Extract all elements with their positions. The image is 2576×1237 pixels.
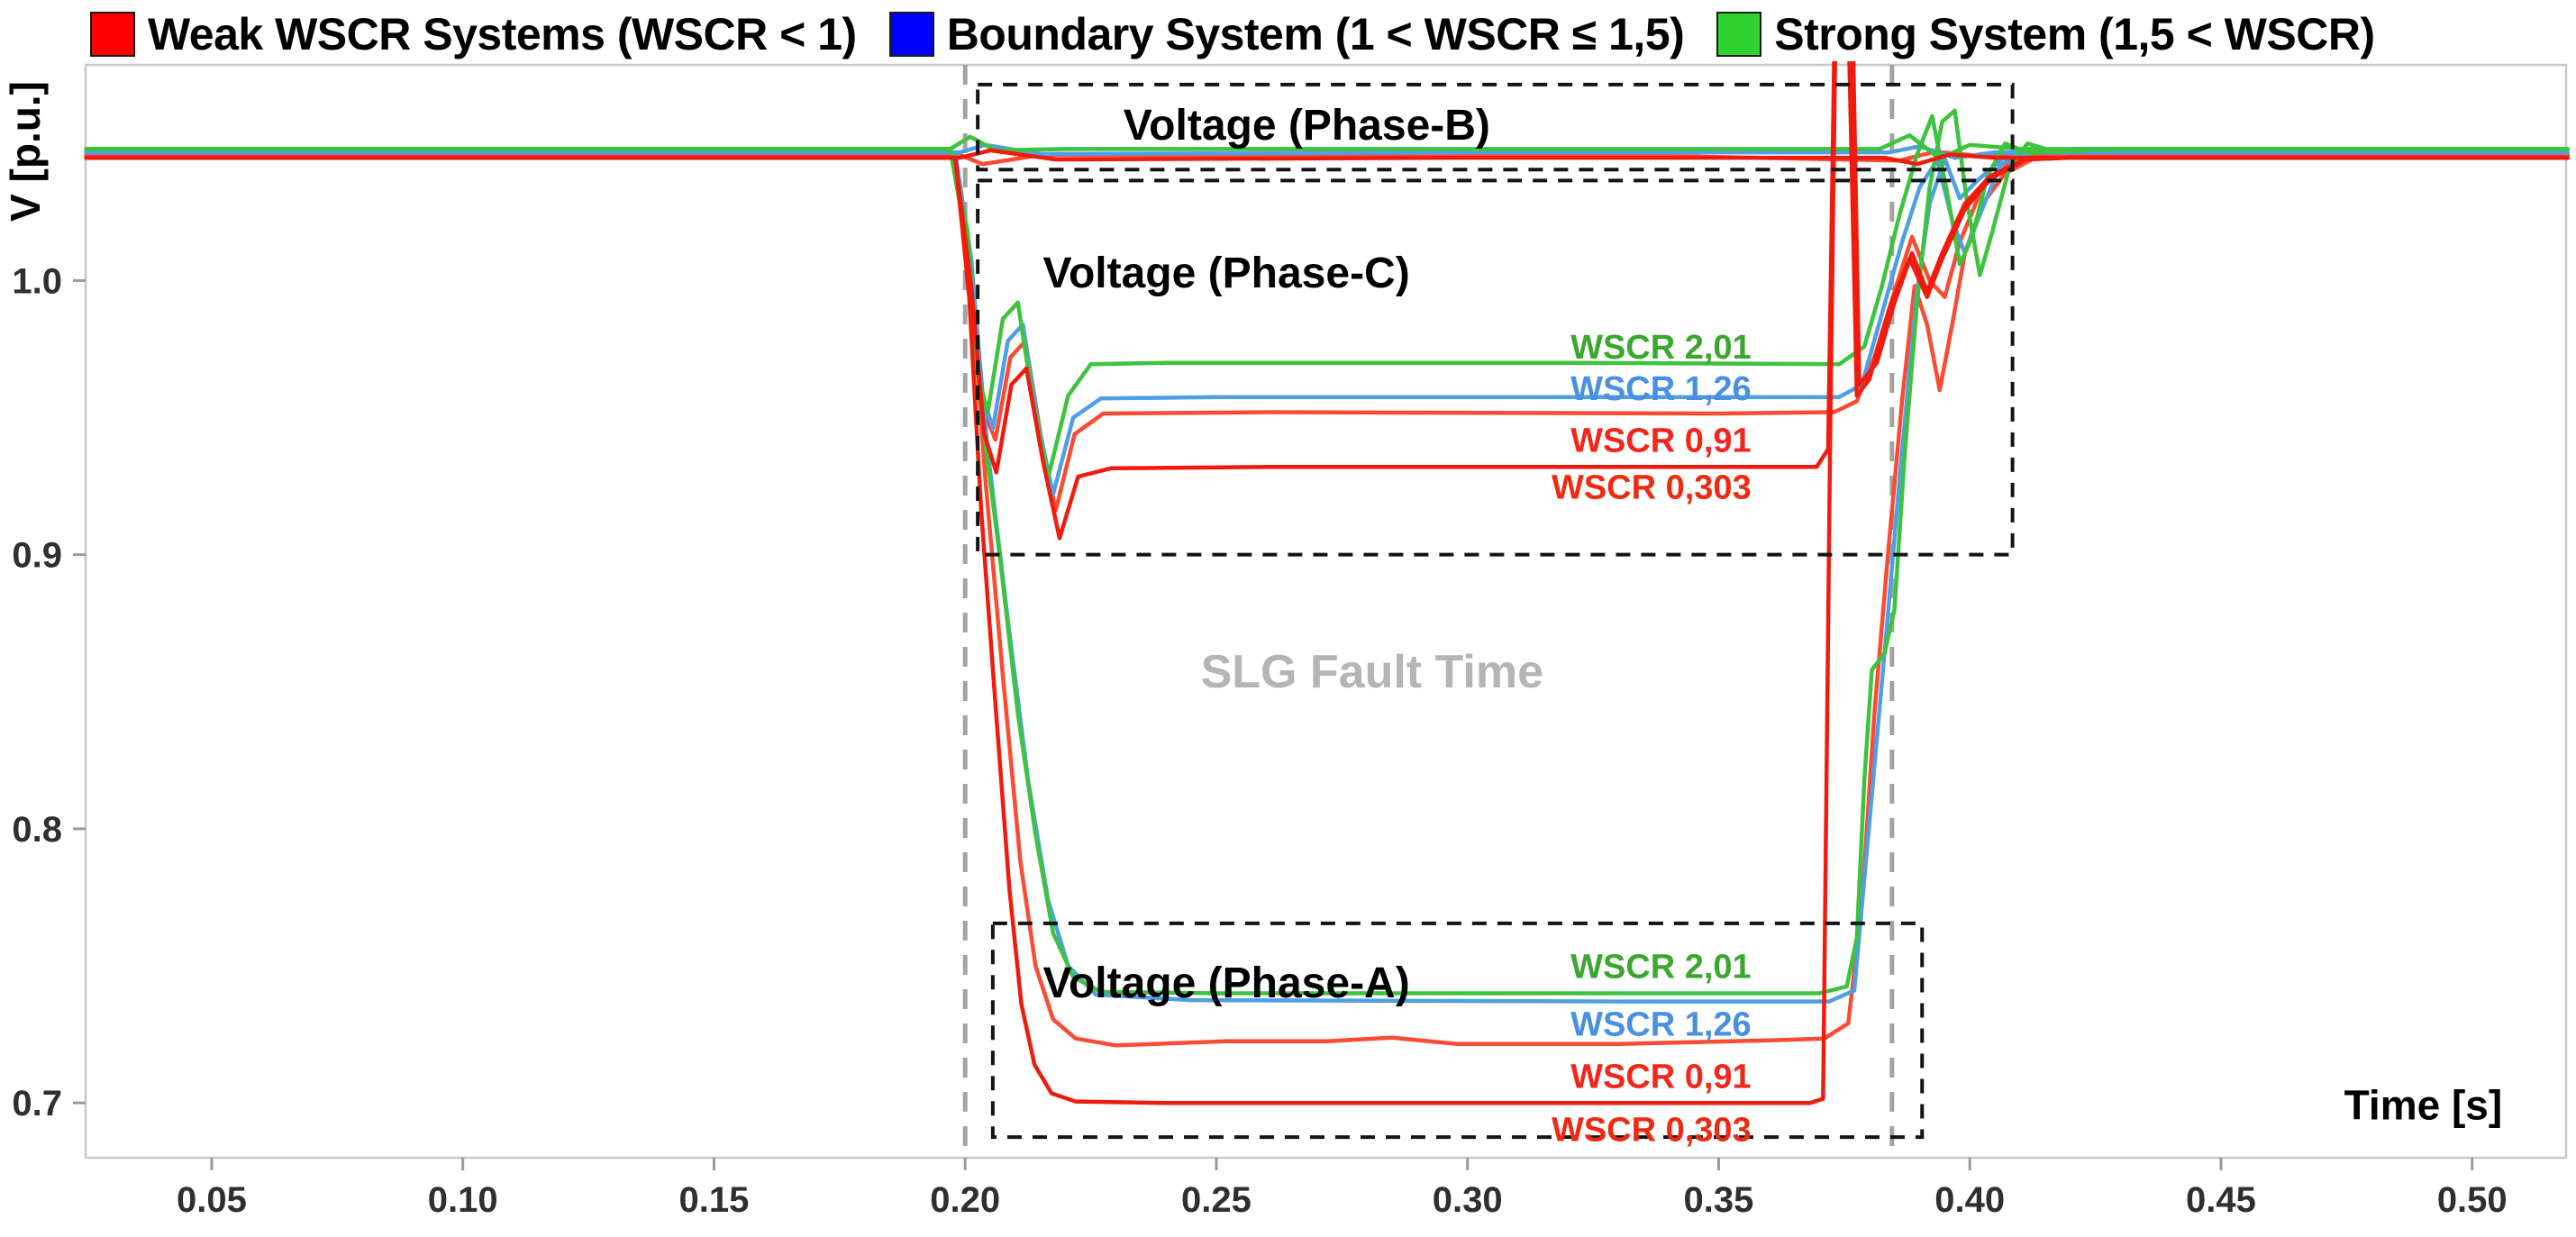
phase-c-label: Voltage (Phase-C) (1043, 250, 1410, 297)
voltage-time-chart: 0.05 0.10 0.15 0.20 0.25 0.30 0.35 0.40 0.45 0.50… (2, 61, 2570, 1220)
series-phase-b-wscr-0303 (84, 148, 2570, 167)
x-tick-label: 0.10 (428, 1180, 498, 1220)
y-tick-label: 1.0 (12, 261, 62, 301)
legend-swatch-weak (90, 12, 135, 57)
plot-frame (84, 63, 2568, 1160)
phase-a-annotation-box (990, 921, 1925, 1140)
legend: Weak WSCR Systems (WSCR < 1) Boundary Sy… (0, 0, 2576, 61)
x-tick-label: 0.30 (1433, 1180, 1503, 1220)
x-tick-label: 0.20 (930, 1180, 1000, 1220)
x-axis-label: Time [s] (2344, 1081, 2503, 1128)
x-tick-label: 0.50 (2437, 1180, 2508, 1220)
wscr-c-201: WSCR 2,01 (1570, 329, 1752, 367)
x-tick-label: 0.40 (1934, 1180, 2005, 1220)
legend-label-weak: Weak WSCR Systems (WSCR < 1) (148, 9, 857, 59)
wscr-c-126: WSCR 1,26 (1570, 370, 1752, 408)
legend-item-strong: Strong System (1,5 < WSCR) (1716, 8, 2375, 60)
y-tick-label: 0.7 (12, 1084, 62, 1123)
phase-c-annotation-box (976, 178, 2015, 557)
series-phase-a-wscr-201 (84, 108, 2570, 996)
x-tick-label: 0.25 (1181, 1180, 1252, 1220)
legend-item-boundary: Boundary System (1 < WSCR ≤ 1,5) (888, 8, 1685, 60)
phase-a-label: Voltage (Phase-A) (1043, 960, 1410, 1007)
series-phase-c-wscr-0303 (84, 61, 2570, 541)
slg-fault-time-label: SLG Fault Time (1201, 646, 1543, 698)
phase-b-label: Voltage (Phase-B) (1124, 102, 1490, 150)
series-phase-c-wscr-201 (84, 114, 2570, 480)
wscr-c-091: WSCR 0,91 (1570, 423, 1752, 460)
legend-item-weak: Weak WSCR Systems (WSCR < 1) (90, 8, 857, 60)
wscr-a-0303: WSCR 0,303 (1552, 1112, 1752, 1150)
wscr-a-091: WSCR 0,91 (1570, 1058, 1752, 1096)
series-phase-c-wscr-126 (84, 148, 2570, 496)
legend-label-strong: Strong System (1,5 < WSCR) (1774, 9, 2375, 59)
legend-swatch-strong (1716, 12, 1762, 57)
wscr-a-201: WSCR 2,01 (1570, 949, 1752, 987)
x-tick-label: 0.35 (1684, 1180, 1754, 1220)
x-tick-label: 0.15 (679, 1180, 750, 1220)
series-phase-c-wscr-091 (84, 152, 2570, 514)
x-tick-label: 0.45 (2186, 1180, 2256, 1220)
wscr-a-126: WSCR 1,26 (1570, 1006, 1752, 1044)
legend-swatch-boundary (888, 12, 934, 57)
series-phase-a-wscr-091 (84, 152, 2570, 1048)
wscr-c-0303: WSCR 0,303 (1552, 468, 1752, 506)
y-axis-label: V [p.u.] (2, 81, 49, 222)
legend-label-boundary: Boundary System (1 < WSCR ≤ 1,5) (946, 9, 1685, 59)
y-tick-label: 0.8 (12, 810, 62, 850)
phase-b-annotation-box (976, 82, 2015, 172)
series-phase-a-wscr-0303 (84, 61, 2570, 1105)
x-tick-label: 0.05 (177, 1180, 247, 1220)
y-tick-label: 0.9 (12, 536, 62, 576)
